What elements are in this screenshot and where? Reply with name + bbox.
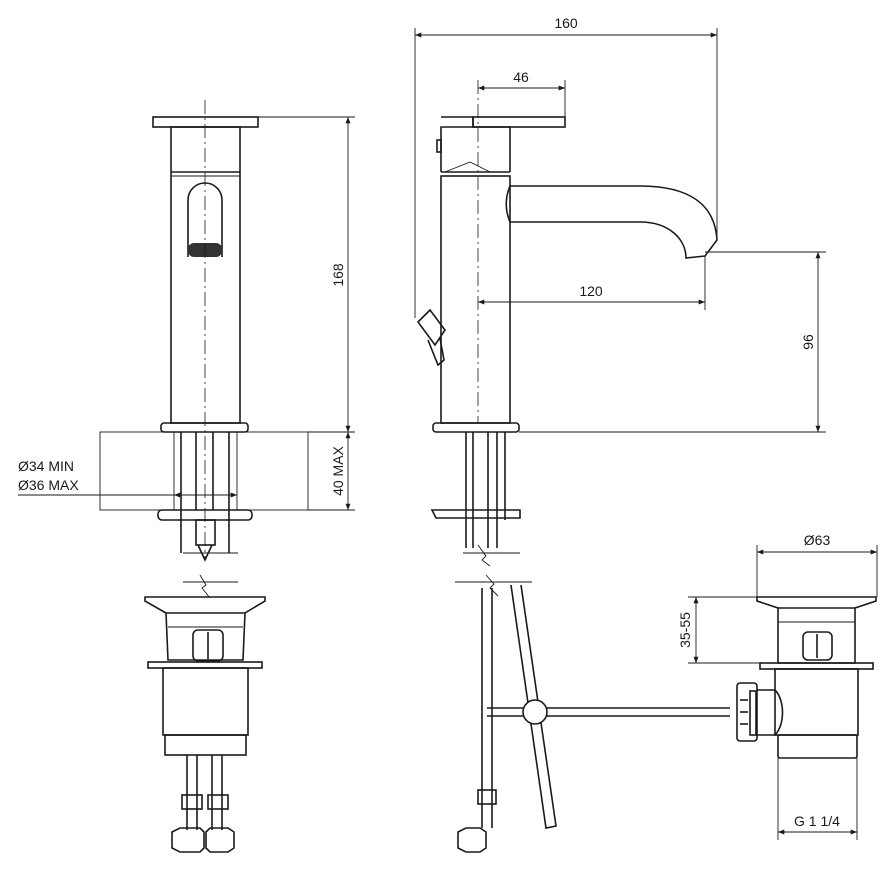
dim-hole-min-label: Ø34 MIN	[18, 458, 74, 474]
dim-handle-label: 46	[513, 69, 529, 85]
handle-plate	[152, 116, 259, 128]
faucet-body-side	[440, 175, 511, 424]
waste-body-side	[774, 668, 859, 736]
dim-waste-lift-label: 35-55	[677, 612, 693, 648]
handle-plate-side	[472, 116, 566, 128]
countertop-section	[99, 431, 175, 511]
dim-waste-diameter-label: Ø63	[804, 532, 831, 548]
pop-up-lever	[416, 308, 446, 367]
dim-hole-max-label: Ø36 MAX	[18, 477, 79, 493]
spout	[505, 185, 718, 259]
dimension-g114: G 1 1/4	[777, 758, 858, 840]
dim-height-label: 168	[330, 263, 346, 287]
front-view	[99, 100, 309, 853]
dimension-hole: Ø34 MIN Ø36 MAX	[18, 458, 238, 498]
dim-spout-height-label: 96	[800, 334, 816, 350]
dimension-63: Ø63	[756, 532, 878, 597]
dim-width-label: 160	[554, 15, 578, 31]
waste-nut	[736, 682, 758, 742]
dimension-120: 120	[478, 256, 706, 310]
dim-waste-thread-label: G 1 1/4	[794, 813, 840, 829]
dimension-40-max: 40 MAX	[308, 432, 355, 511]
waste-head	[144, 596, 266, 661]
dimension-160: 160	[414, 15, 718, 318]
dimension-168: 168	[258, 116, 355, 433]
waste-side-view	[736, 596, 877, 759]
dimension-35-55: 35-55	[677, 596, 760, 664]
dim-counter-label: 40 MAX	[330, 445, 346, 495]
side-view	[416, 80, 730, 853]
dimension-46: 46	[478, 69, 566, 117]
waste-body	[162, 667, 249, 736]
dim-reach-label: 120	[579, 283, 603, 299]
rod-ball-joint	[522, 699, 548, 725]
dimension-96: 96	[519, 251, 826, 433]
hose-nut	[171, 827, 205, 853]
